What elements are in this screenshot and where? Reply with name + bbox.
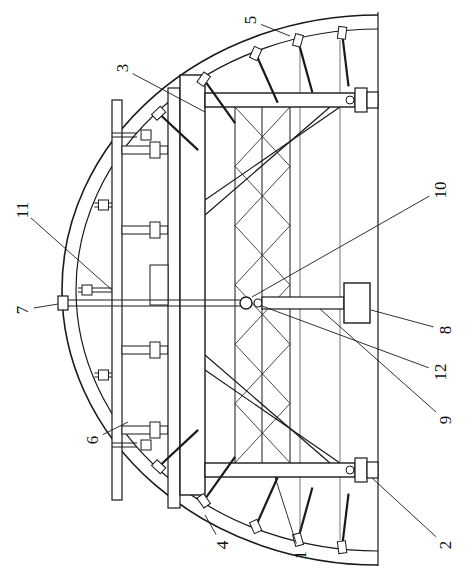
callout-number: 8 [436,325,455,336]
adjuster [150,265,168,305]
truss-brace [235,285,290,344]
jack-head [250,519,262,533]
post-clamp [150,142,160,158]
truss-brace [235,107,290,166]
leader-line [34,304,58,308]
hinge [346,466,354,474]
radial-jack [204,79,235,123]
callout-number: 12 [431,363,450,382]
box-8 [344,283,370,323]
rod-9 [262,297,344,309]
jack-head [337,541,346,554]
callout-number: 4 [213,540,232,551]
jack-head [197,494,210,508]
callout-number: 9 [436,415,455,426]
support-post [122,346,168,354]
jack-rod [112,133,137,134]
truss-brace [235,166,290,225]
center-rod [62,306,240,307]
post-clamp [150,422,160,438]
base-plate [367,462,378,478]
jack-head [152,460,166,474]
leader-line [371,310,433,327]
callout-number: 7 [13,305,32,316]
radial-jack [159,113,198,150]
jack-head [98,370,108,380]
jack-head [197,72,210,86]
jack-head [337,26,346,39]
callout-number: 1 [291,550,310,561]
leader-line [133,74,205,112]
diagonal-brace [205,355,330,463]
jack-head [293,34,304,48]
end-block-7 [58,296,68,310]
post-clamp [150,222,160,238]
platform-beam [168,88,180,508]
callout-number: 11 [13,201,32,219]
support-post [122,146,168,154]
radial-jack [342,494,348,548]
radial-jack [256,477,278,526]
support-post [122,426,168,434]
jack-head [250,46,262,60]
truss-brace [235,285,290,344]
callout-number: 5 [241,15,260,26]
column-top [205,93,355,107]
jack-head [141,130,151,140]
radial-jack [256,54,278,103]
base-shoe [355,88,367,112]
radial-jack [342,33,348,87]
truss-brace [235,344,290,403]
truss-brace [235,226,290,285]
diagonal-brace [205,107,330,215]
jack-rod [112,447,137,448]
inner-arch [76,29,378,551]
callout-number: 10 [431,181,450,200]
jack-head [141,440,151,450]
leader-line [262,306,429,368]
base-shoe [355,458,367,482]
jack-head [82,285,92,295]
truss-brace [235,404,290,463]
hinge [346,96,354,104]
leader-line [205,515,216,535]
pivot-12 [254,299,262,307]
callout-number: 6 [83,435,102,446]
truss-brace [235,107,290,166]
leader-line [372,478,436,537]
center-rod [62,300,240,301]
truss-brace [235,404,290,463]
radial-jack [298,40,312,92]
truss-brace [235,344,290,403]
outer-arch [62,15,378,565]
radial-jack [159,430,198,467]
radial-jack [298,488,312,540]
diagonal-brace [205,370,340,463]
jack-head [152,106,166,120]
leader-line [31,218,112,290]
jack-head [98,200,108,210]
post-clamp [150,342,160,358]
leader-line [261,24,290,36]
base-plate [367,92,378,108]
diagonal-brace [205,107,340,200]
radial-jack [204,457,235,501]
leader-line [103,422,128,435]
jack-rod [112,443,137,444]
jack-head [293,533,304,547]
truss-brace [235,226,290,285]
truss-brace [235,166,290,225]
pivot-10 [240,297,252,309]
leader-line [320,309,436,412]
jack-rod [112,137,137,138]
column-bottom [205,463,355,477]
support-post [122,226,168,234]
leader-line [252,196,430,297]
leader-line [275,477,296,544]
callout-number: 2 [436,540,455,551]
callout-number: 3 [113,63,132,74]
